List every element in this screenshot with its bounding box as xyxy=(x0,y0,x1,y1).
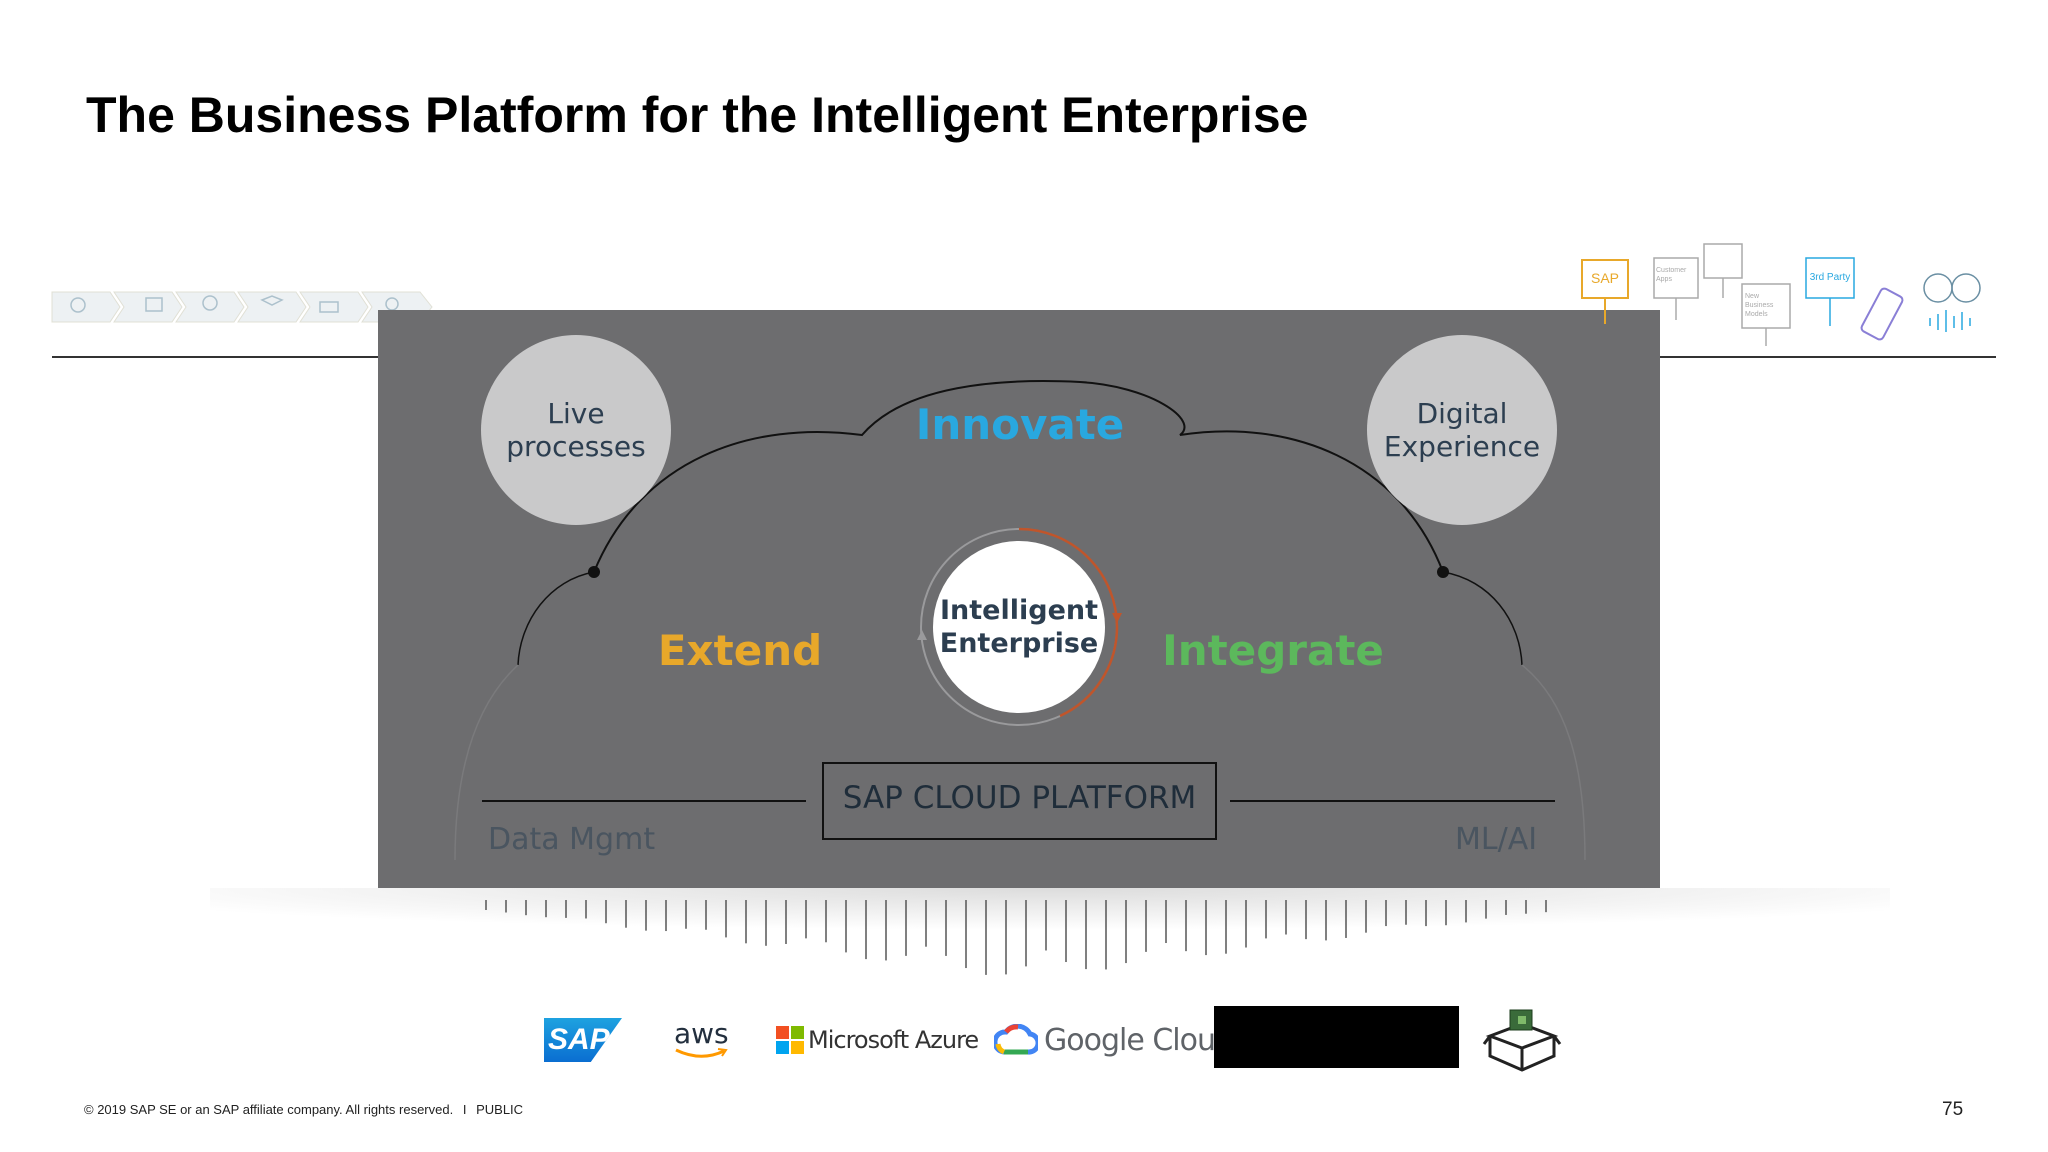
sap-logo: SAP xyxy=(544,1010,622,1070)
integrate-label: Integrate xyxy=(1162,626,1384,675)
copyright-text: © 2019 SAP SE or an SAP affiliate compan… xyxy=(84,1102,454,1117)
live-processes-bubble xyxy=(481,335,671,525)
tick-comb xyxy=(485,900,1547,975)
data-mgmt-label: Data Mgmt xyxy=(488,822,656,857)
new-business-models-icon xyxy=(1741,283,1791,329)
audio-wave-icon xyxy=(1929,310,1971,332)
redacted-logo-block xyxy=(1214,1006,1459,1068)
extend-label: Extend xyxy=(657,626,823,675)
footer-separator: I xyxy=(462,1102,467,1117)
live-processes-line-2: processes xyxy=(506,430,646,463)
digital-experience-bubble xyxy=(1367,335,1557,525)
new-business-models-label: New Business Models xyxy=(1745,293,1774,318)
cloud-arc xyxy=(593,380,1444,573)
cloud-left-lobe xyxy=(517,571,595,666)
customer-apps-label: Customer Apps xyxy=(1656,267,1687,283)
phone-icon xyxy=(1860,287,1904,341)
microsoft-windows-icon xyxy=(776,1026,804,1054)
google-cloud-icon xyxy=(994,1024,1038,1055)
connector-dot-right xyxy=(1437,566,1449,578)
classification-text: PUBLIC xyxy=(476,1102,524,1117)
live-processes-line-1: Live xyxy=(547,397,605,430)
ml-ai-label: ML/AI xyxy=(1455,822,1538,857)
cloud-right-edge xyxy=(1521,664,1586,861)
cycle-arc-accent xyxy=(1018,527,1119,628)
intelligent-enterprise-circle xyxy=(933,541,1105,713)
sap-icon-label: SAP xyxy=(1590,270,1619,286)
open-box-logo xyxy=(1482,1009,1562,1072)
center-line-2: Enterprise xyxy=(939,628,1099,659)
center-line-1: Intelligent xyxy=(939,595,1099,626)
page-number: 75 xyxy=(1942,1099,1964,1120)
cycle-arrow-icon xyxy=(1112,613,1122,623)
platform-box xyxy=(822,762,1217,840)
slide-title: The Business Platform for the Intelligen… xyxy=(86,87,1309,143)
digital-experience-line-1: Digital xyxy=(1416,397,1508,430)
person-icon xyxy=(1951,273,1981,303)
intelligent-enterprise-label: Intelligent Enterprise xyxy=(919,594,1119,660)
panel-shadow xyxy=(210,888,1890,958)
cycle-arc-accent xyxy=(1059,626,1119,718)
third-party-label: 3rd Party xyxy=(1809,272,1851,283)
connector-dot-left xyxy=(588,566,600,578)
azure-logo: Microsoft Azure xyxy=(776,1010,979,1070)
platform-label: SAP CLOUD PLATFORM xyxy=(842,780,1197,816)
cycle-arrow-icon xyxy=(917,630,927,640)
sap-icon xyxy=(1581,259,1629,299)
digital-experience-line-2: Experience xyxy=(1383,430,1541,463)
cloud-left-edge xyxy=(454,664,519,861)
innovate-label: Innovate xyxy=(915,400,1125,449)
footer: © 2019 SAP SE or an SAP affiliate compan… xyxy=(84,1102,523,1117)
google-cloud-logo: Google Cloud xyxy=(994,1010,1234,1070)
aws-logo: aws xyxy=(674,1010,729,1070)
aws-smile-icon xyxy=(675,1048,729,1058)
box-cubes-icon xyxy=(1482,1009,1562,1072)
person-icon xyxy=(1923,273,1953,303)
cloud-right-lobe xyxy=(1442,571,1523,666)
third-party-icon xyxy=(1805,257,1855,299)
live-processes-label: Live processes xyxy=(476,397,676,463)
digital-experience-label: Digital Experience xyxy=(1362,397,1562,463)
right-icon-row xyxy=(1581,243,1981,346)
window-icon xyxy=(1703,243,1743,279)
process-strip xyxy=(51,291,433,323)
